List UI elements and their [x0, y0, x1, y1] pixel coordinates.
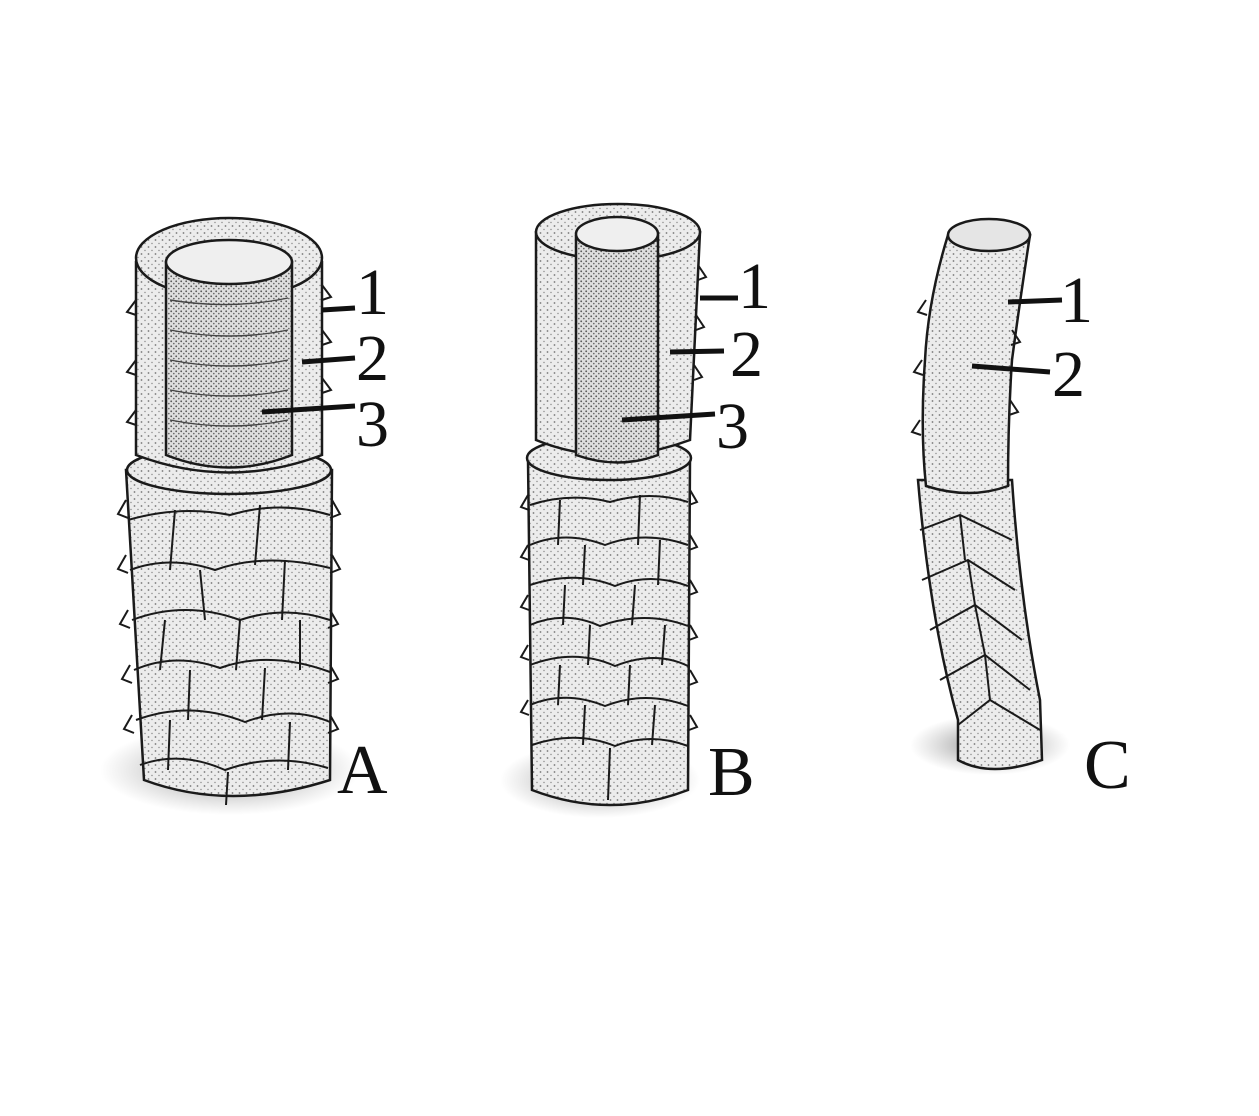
medulla-b: [574, 234, 660, 464]
callout-b-3: 3: [716, 390, 749, 463]
leader-line-a-2: [301, 355, 356, 365]
cuticle-body-b: [526, 458, 692, 807]
hair-shaft-b: [500, 202, 708, 818]
cuticle-body-a: [124, 468, 334, 798]
callout-a-2: 2: [356, 322, 389, 395]
callout-b-1: 1: [738, 250, 771, 323]
leader-line-c-1: [1007, 297, 1063, 305]
leader-line-a-3: [261, 403, 356, 415]
cuticle-scales-c: [919, 513, 1041, 731]
medulla-top-b: [574, 215, 660, 253]
leader-line-b-2: [669, 348, 725, 355]
callouts-c: 1 2 C: [971, 264, 1131, 804]
leader-line-a-1: [321, 305, 356, 313]
figure-letter-c: C: [1084, 727, 1131, 804]
callout-c-2: 2: [1052, 338, 1085, 411]
medulla-top-a: [164, 238, 294, 286]
callouts-b: 1 2 3 B: [621, 250, 771, 811]
scale-edges-b: [519, 489, 699, 731]
cuticle-body-c: [916, 478, 1044, 771]
medulla-a: [164, 260, 294, 469]
cuticle-scales-b: [529, 494, 689, 801]
callout-a-1: 1: [356, 256, 389, 329]
cortex-top-c: [946, 217, 1032, 253]
callout-c-1: 1: [1060, 264, 1093, 337]
figure-letter-a: A: [337, 732, 388, 809]
callout-b-2: 2: [730, 318, 763, 391]
callout-a-3: 3: [356, 388, 389, 461]
scale-edges-a: [116, 499, 342, 734]
leader-line-c-2: [971, 363, 1051, 375]
cuticle-scales-a: [127, 504, 331, 806]
callouts-a: 1 2 3 A: [261, 256, 389, 809]
leader-line-b-3: [621, 411, 716, 423]
hair-shaft-a: [100, 216, 360, 815]
figure-letter-b: B: [708, 734, 755, 811]
